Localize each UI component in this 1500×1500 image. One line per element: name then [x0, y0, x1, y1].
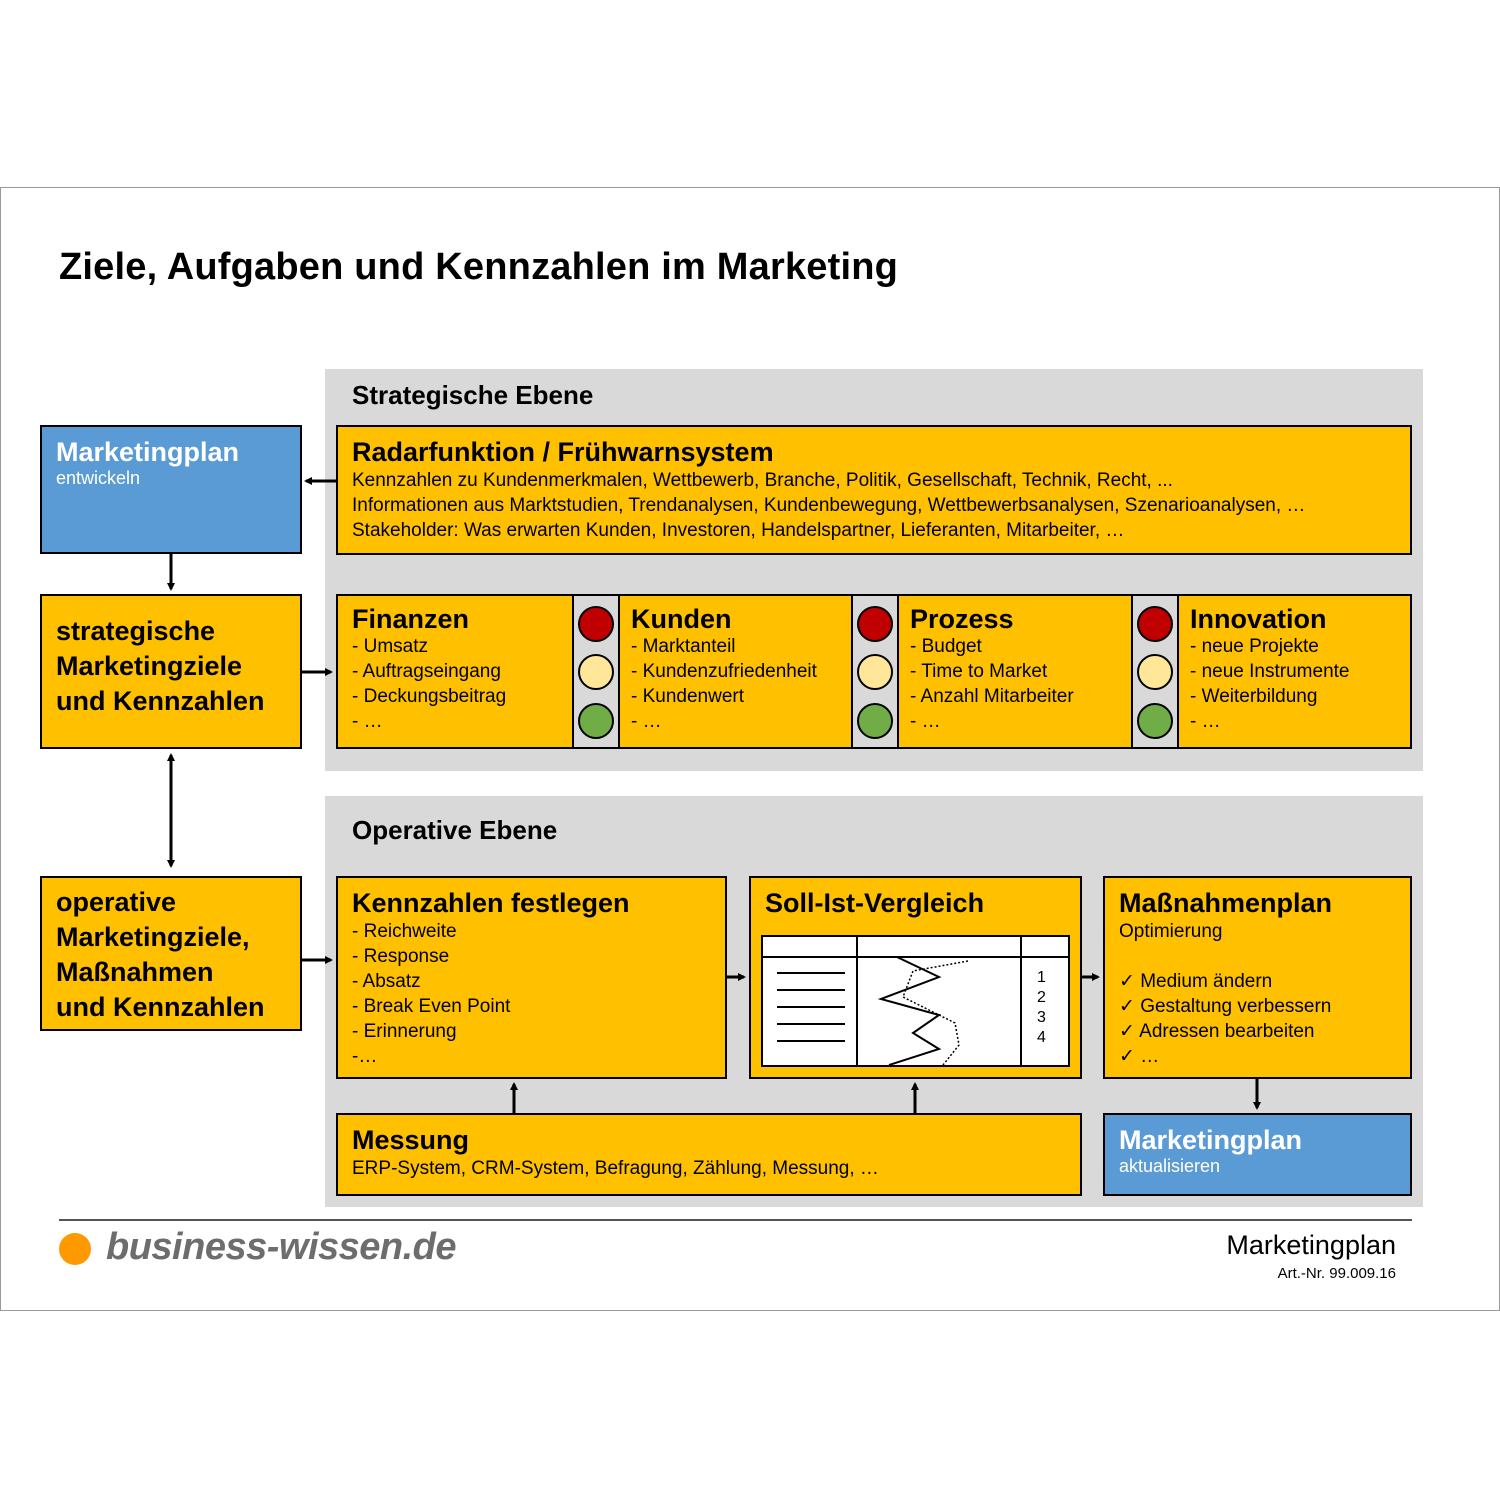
comparison-number: 2 [1037, 989, 1046, 1006]
messung-title: Messung [352, 1125, 470, 1155]
category-kunden: Kunden - Marktanteil - Kundenzufriedenhe… [631, 604, 817, 734]
footer-art-nr: Art.-Nr. 99.009.16 [1277, 1265, 1396, 1282]
red-lamp-icon [578, 606, 614, 642]
radar-line: Informationen aus Marktstudien, Trendana… [352, 495, 1306, 516]
messung-text: ERP-System, CRM-System, Befragung, Zählu… [352, 1158, 879, 1179]
kennzahlen-item: - Break Even Point [352, 996, 511, 1017]
kennzahlen-item: - Absatz [352, 971, 421, 992]
category-item: - neue Projekte [1190, 636, 1319, 657]
page-title: Ziele, Aufgaben und Kennzahlen im Market… [59, 246, 899, 288]
comparison-number: 4 [1037, 1029, 1046, 1046]
marketingplan-sub: entwickeln [56, 468, 141, 488]
radar-line: Kennzahlen zu Kundenmerkmalen, Wettbewer… [352, 470, 1173, 491]
operative-goals-line: und Kennzahlen [56, 992, 265, 1022]
radar-title: Radarfunktion / Frühwarnsystem [352, 437, 774, 467]
category-item: - … [910, 711, 941, 732]
marketingplan-develop-box: Marketingplan entwickeln [40, 425, 302, 554]
comparison-number: 1 [1037, 969, 1046, 986]
category-item: - neue Instrumente [1190, 661, 1350, 682]
category-title: Finanzen [352, 604, 470, 634]
massnahmenplan-box: Maßnahmenplan Optimierung ✓ Medium änder… [1103, 876, 1412, 1079]
logo-dot-icon [59, 1233, 91, 1265]
category-item: - Kundenzufriedenheit [631, 661, 817, 682]
massnahmen-item: ✓ Adressen bearbeiten [1119, 1021, 1315, 1042]
category-item: - Deckungsbeitrag [352, 686, 507, 707]
massnahmenplan-title: Maßnahmenplan [1119, 888, 1333, 918]
strategic-goals-line: Marketingziele [56, 651, 243, 681]
kennzahlen-title: Kennzahlen festlegen [352, 888, 630, 918]
operative-goals-box: operative Marketingziele, Maßnahmen und … [40, 876, 302, 1031]
category-item: - … [1190, 711, 1221, 732]
yellow-lamp-icon [578, 654, 614, 690]
marketingplan-update-box: Marketingplan aktualisieren [1103, 1113, 1412, 1196]
red-lamp-icon [1137, 606, 1173, 642]
category-item: - Time to Market [910, 661, 1048, 682]
footer-doc-title: Marketingplan [1226, 1230, 1396, 1260]
category-item: - … [352, 711, 383, 732]
massnahmen-item: ✓ … [1119, 1046, 1160, 1067]
category-title: Kunden [631, 604, 732, 634]
kennzahlen-item: - Response [352, 946, 450, 967]
radar-line: Stakeholder: Was erwarten Kunden, Invest… [352, 520, 1125, 541]
operative-goals-line: operative [56, 887, 177, 917]
category-item: - Weiterbildung [1190, 686, 1318, 707]
operative-goals-line: Marketingziele, [56, 922, 250, 952]
traffic-light [572, 596, 620, 747]
category-title: Prozess [910, 604, 1014, 634]
traffic-light [1131, 596, 1179, 747]
category-item: - … [631, 711, 662, 732]
radar-box: Radarfunktion / Frühwarnsystem Kennzahle… [336, 425, 1412, 555]
marketingplan-update-sub: aktualisieren [1119, 1156, 1221, 1176]
strategic-goals-line: und Kennzahlen [56, 686, 265, 716]
massnahmen-item: ✓ Medium ändern [1119, 971, 1273, 992]
strategic-goals-line: strategische [56, 616, 216, 646]
footer-divider [59, 1219, 1412, 1221]
category-title: Innovation [1190, 604, 1327, 634]
strategic-panel-title: Strategische Ebene [352, 380, 594, 410]
green-lamp-icon [1137, 703, 1173, 739]
marketingplan-title: Marketingplan [56, 437, 240, 467]
green-lamp-icon [578, 703, 614, 739]
logo: business-wissen.de [106, 1226, 457, 1268]
category-innovation: Innovation - neue Projekte - neue Instru… [1190, 604, 1349, 734]
massnahmenplan-subtitle: Optimierung [1119, 921, 1223, 942]
yellow-lamp-icon [1137, 654, 1173, 690]
marketingplan-update-title: Marketingplan [1119, 1125, 1303, 1155]
comparison-table-icon: 1 2 3 4 [761, 935, 1070, 1067]
category-item: - Marktanteil [631, 636, 736, 657]
messung-box: Messung ERP-System, CRM-System, Befragun… [336, 1113, 1082, 1196]
comparison-number: 3 [1037, 1009, 1046, 1026]
category-item: - Auftragseingang [352, 661, 501, 682]
traffic-light [851, 596, 899, 747]
strategic-goals-box: strategische Marketingziele und Kennzahl… [40, 594, 302, 749]
red-lamp-icon [857, 606, 893, 642]
operative-goals-line: Maßnahmen [56, 957, 214, 987]
category-item: - Anzahl Mitarbeiter [910, 686, 1074, 707]
category-item: - Kundenwert [631, 686, 745, 707]
category-prozess: Prozess - Budget - Time to Market - Anza… [910, 604, 1074, 734]
green-lamp-icon [857, 703, 893, 739]
kennzahlen-item: -… [352, 1046, 378, 1067]
category-finanzen: Finanzen - Umsatz - Auftragseingang - De… [352, 604, 506, 734]
soll-ist-title: Soll-Ist-Vergleich [765, 888, 985, 918]
kennzahlen-item: - Reichweite [352, 921, 457, 942]
kennzahlen-box: Kennzahlen festlegen - Reichweite - Resp… [336, 876, 727, 1079]
category-item: - Umsatz [352, 636, 428, 657]
kennzahlen-item: - Erinnerung [352, 1021, 457, 1042]
category-item: - Budget [910, 636, 982, 657]
yellow-lamp-icon [857, 654, 893, 690]
massnahmen-item: ✓ Gestaltung verbessern [1119, 996, 1332, 1017]
operative-panel-title: Operative Ebene [352, 815, 558, 845]
